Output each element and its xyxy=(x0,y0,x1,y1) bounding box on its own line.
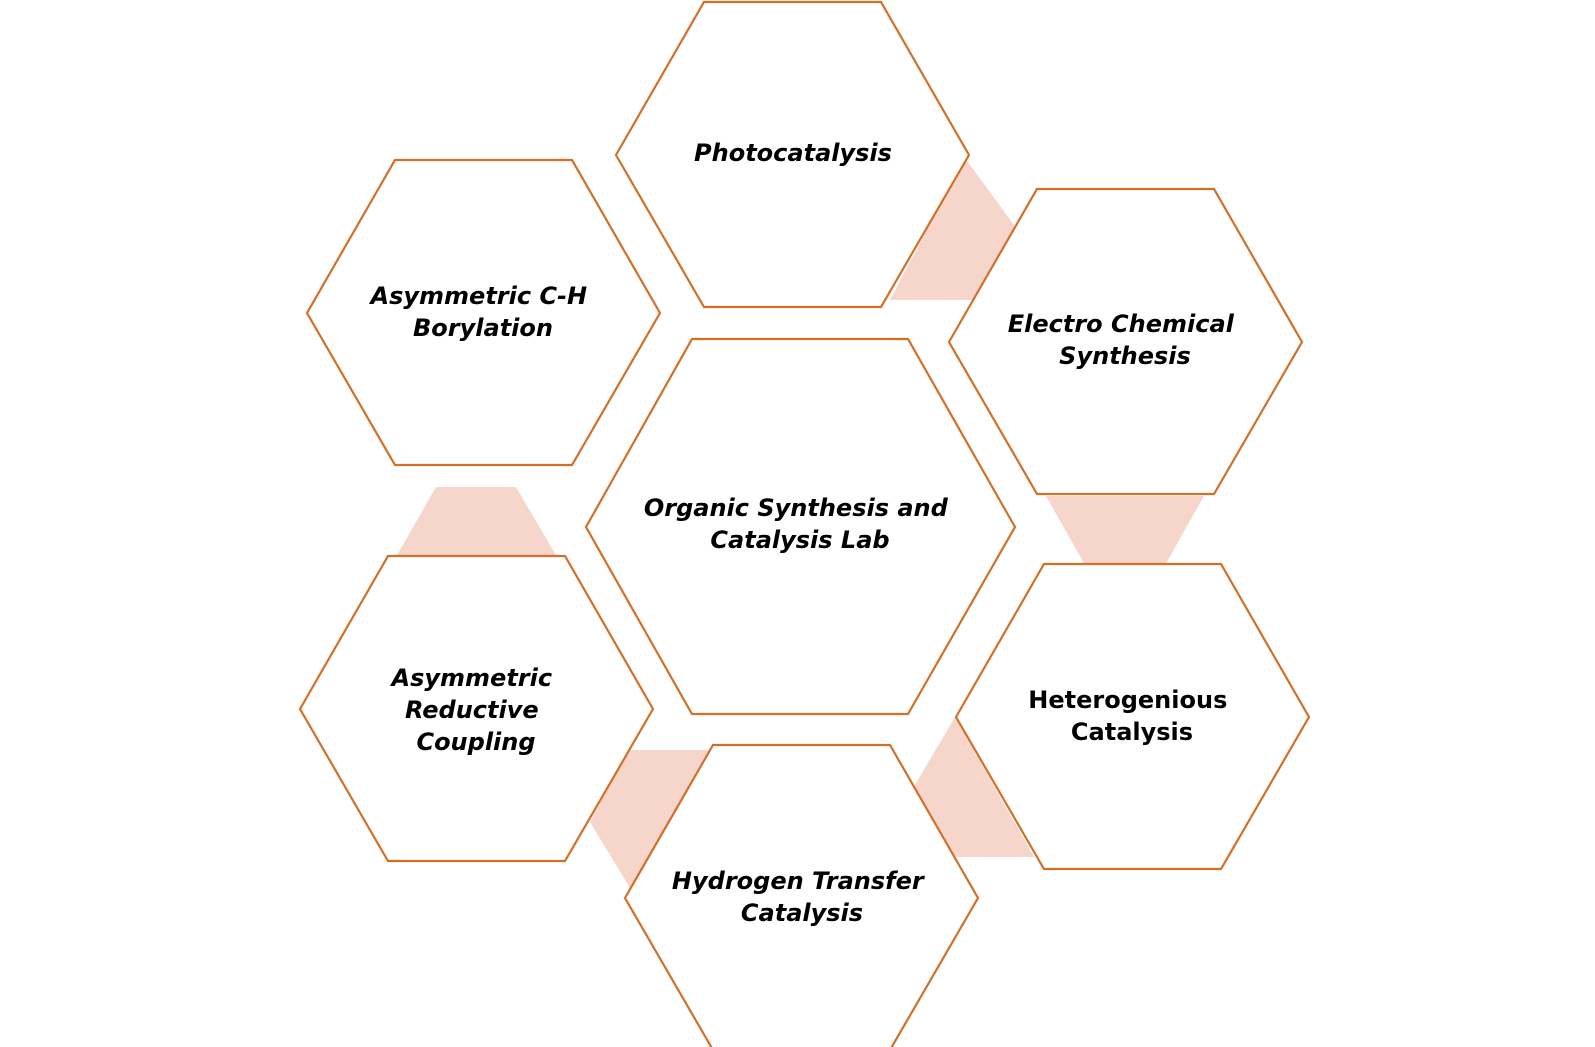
center-node: Organic Synthesis and Catalysis Lab xyxy=(584,337,1017,716)
connector-hydrogen-reductive xyxy=(590,750,709,888)
photocatalysis-hexagon xyxy=(614,0,971,309)
center-hexagon xyxy=(584,337,1017,716)
photocatalysis-label: Photocatalysis xyxy=(694,139,892,167)
node-heterogenious-catalysis: Heterogenious Catalysis xyxy=(954,562,1311,871)
asymmetric-ch-borylation-hexagon xyxy=(305,158,662,467)
asymmetric-reductive-coupling-label: Asymmetric Reductive Coupling xyxy=(390,664,561,756)
center-label-line-1: Organic Synthesis and xyxy=(644,494,949,522)
heterogenious-catalysis-label-line-1: Heterogenious xyxy=(1028,686,1227,714)
center-label: Organic Synthesis and Catalysis Lab xyxy=(644,494,956,554)
heterogenious-catalysis-label-line-2: Catalysis xyxy=(1071,718,1193,746)
connector-photocatalysis-electro xyxy=(890,158,1014,300)
asymmetric-ch-borylation-label: Asymmetric C-H Borylation xyxy=(369,282,596,342)
node-asymmetric-ch-borylation: Asymmetric C-H Borylation xyxy=(305,158,662,467)
asymmetric-reductive-coupling-hexagon xyxy=(298,554,655,863)
asymmetric-reductive-coupling-label-line-1: Asymmetric xyxy=(390,664,553,692)
node-asymmetric-reductive-coupling: Asymmetric Reductive Coupling xyxy=(298,554,655,863)
asymmetric-reductive-coupling-label-line-3: Coupling xyxy=(416,728,535,756)
heterogenious-catalysis-label: Heterogenious Catalysis xyxy=(1028,686,1235,746)
node-photocatalysis: Photocatalysis xyxy=(614,0,971,309)
asymmetric-reductive-coupling-label-line-2: Reductive xyxy=(405,696,539,724)
connector-reductive-borylation xyxy=(396,487,557,557)
connectors xyxy=(396,158,1204,888)
asymmetric-ch-borylation-label-line-2: Borylation xyxy=(413,314,553,342)
connector-heterogenious-hydrogen xyxy=(912,717,1034,857)
electro-chemical-synthesis-hexagon xyxy=(947,187,1304,496)
photocatalysis-label-line-1: Photocatalysis xyxy=(694,139,892,167)
hydrogen-transfer-catalysis-label-line-1: Hydrogen Transfer xyxy=(672,867,926,895)
heterogenious-catalysis-hexagon xyxy=(954,562,1311,871)
electro-chemical-synthesis-label-line-2: Synthesis xyxy=(1059,342,1191,370)
asymmetric-ch-borylation-label-line-1: Asymmetric C-H xyxy=(369,282,588,310)
connector-electro-heterogenious xyxy=(1046,496,1204,565)
node-hydrogen-transfer-catalysis: Hydrogen Transfer Catalysis xyxy=(623,743,980,1047)
hydrogen-transfer-catalysis-hexagon xyxy=(623,743,980,1047)
electro-chemical-synthesis-label: Electro Chemical Synthesis xyxy=(1008,310,1243,370)
center-label-line-2: Catalysis Lab xyxy=(710,526,889,554)
node-electro-chemical-synthesis: Electro Chemical Synthesis xyxy=(947,187,1304,496)
hydrogen-transfer-catalysis-label-line-2: Catalysis xyxy=(741,899,863,927)
hydrogen-transfer-catalysis-label: Hydrogen Transfer Catalysis xyxy=(672,867,932,927)
electro-chemical-synthesis-label-line-1: Electro Chemical xyxy=(1008,310,1235,338)
